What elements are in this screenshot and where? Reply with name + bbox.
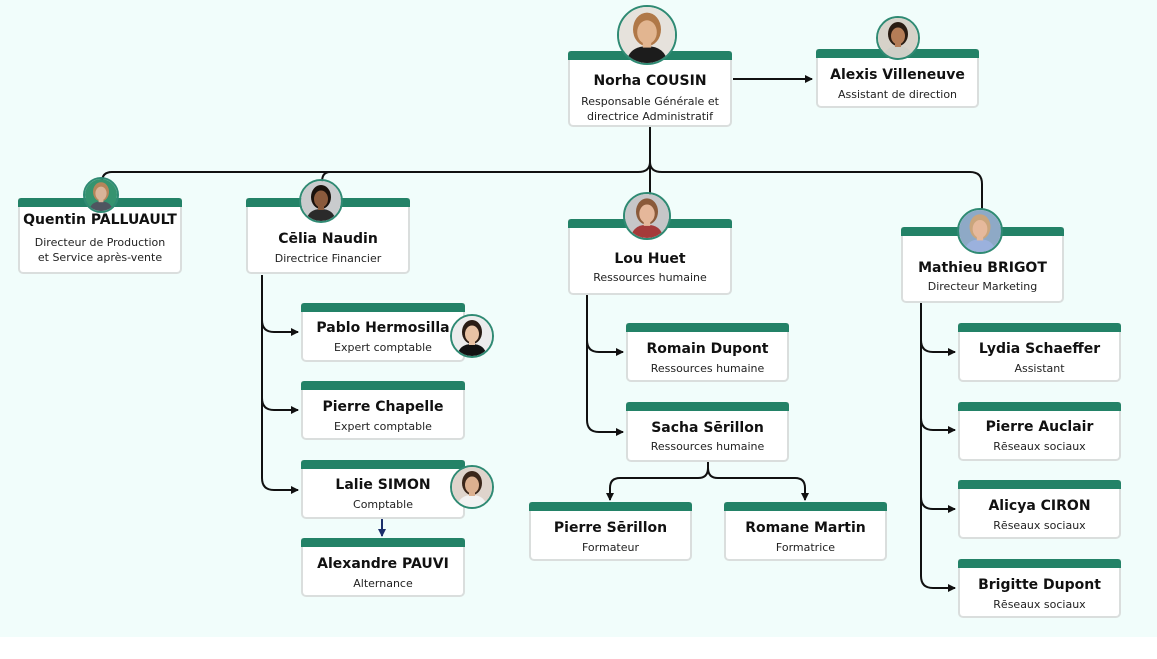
person-name: Romain Dupont [646, 341, 769, 357]
connector-mathieu-branch [920, 303, 956, 592]
person-name: Lydia Schaeffer [978, 341, 1101, 357]
org-chart-canvas: Norha COUSIN Responsable Générale et direc… [0, 0, 1157, 637]
person-role: Formatrice [775, 541, 836, 554]
connector-to-lydia [920, 339, 956, 356]
card-header-bar [626, 323, 789, 332]
person-name: Lou Huet [614, 251, 686, 267]
card-header-bar [529, 502, 692, 511]
quentin-avatar [83, 177, 119, 213]
person-role: Assistant [1014, 362, 1065, 375]
person-role: Directeur de Production [34, 236, 166, 249]
person-role: et Service après-vente [37, 251, 163, 264]
person-role: Comptable [353, 498, 413, 511]
connector-to-pierrea [920, 417, 956, 434]
connector-to-alicya [920, 496, 956, 513]
person-card-alicya[interactable]: Alicya CIRON Rēseaux sociaux [958, 480, 1121, 539]
person-role: Rēseaux sociaux [993, 598, 1086, 611]
connector-celia-branch [261, 275, 299, 494]
person-name: Romane Martin [745, 520, 866, 536]
person-name: Pierre Sērillon [553, 520, 668, 536]
connector-lou-branch [586, 295, 624, 436]
connector-to-romane [707, 467, 809, 501]
card-header-bar [301, 538, 465, 547]
person-role: Ressources humaine [650, 362, 765, 375]
alexis-avatar [876, 16, 920, 60]
card-header-bar [301, 460, 465, 469]
lalie-avatar [450, 465, 494, 509]
connector-norha-left-bus [101, 158, 651, 190]
person-role: Ressources humaine [650, 440, 765, 453]
person-name: Quentin PALLUAULT [23, 212, 177, 228]
person-name: Mathieu BRIGOT [918, 260, 1047, 276]
connector-norha-right-bus [649, 158, 983, 210]
person-role: Directeur Marketing [927, 280, 1038, 293]
person-name: Alicya CIRON [988, 498, 1091, 514]
lou-avatar [623, 192, 671, 240]
card-header-bar [301, 381, 465, 390]
connector-sacha-children [606, 462, 709, 501]
person-card-lalie[interactable]: Lalie SIMON Comptable [301, 460, 465, 519]
card-header-bar [958, 559, 1121, 568]
card-header-bar [958, 480, 1121, 489]
person-role: Expert comptable [334, 341, 432, 354]
person-name: Pablo Hermosilla [316, 320, 450, 336]
person-name: Alexis Villeneuve [830, 67, 965, 83]
connector-to-pierrec [261, 397, 299, 414]
connector-lines [101, 75, 983, 592]
person-role: Ressources humaine [593, 271, 707, 284]
card-header-bar [301, 303, 465, 312]
person-card-alexandre[interactable]: Alexandre PAUVI Alternance [301, 538, 465, 597]
person-role: Alternance [353, 577, 413, 590]
person-name: Pierre Chapelle [322, 399, 444, 415]
person-name: Cēlia Naudin [278, 231, 378, 247]
person-role: Responsable Générale et [581, 95, 719, 108]
card-header-bar [958, 323, 1121, 332]
pablo-avatar [450, 314, 494, 358]
person-name: Sacha Sērillon [651, 420, 764, 436]
norha-avatar [617, 5, 677, 65]
mathieu-avatar [957, 208, 1003, 254]
connector-to-pablo [261, 319, 299, 336]
person-name: Brigitte Dupont [978, 577, 1101, 593]
person-name: Pierre Auclair [985, 419, 1094, 435]
person-role: Formateur [581, 541, 640, 554]
card-header-bar [626, 402, 789, 411]
person-name: Norha COUSIN [593, 73, 707, 89]
card-header-bar [958, 402, 1121, 411]
person-name: Lalie SIMON [335, 477, 431, 493]
person-role: Expert comptable [334, 420, 432, 433]
person-role: Directrice Financier [274, 252, 382, 265]
connector-to-romain [586, 339, 624, 356]
person-role: Rēseaux sociaux [993, 519, 1086, 532]
celia-avatar [299, 179, 343, 223]
person-role: Assistant de direction [837, 88, 958, 101]
person-role: directrice Administratif [586, 110, 713, 123]
person-name: Alexandre PAUVI [317, 556, 449, 572]
card-header-bar [724, 502, 887, 511]
person-role: Rēseaux sociaux [993, 440, 1086, 453]
